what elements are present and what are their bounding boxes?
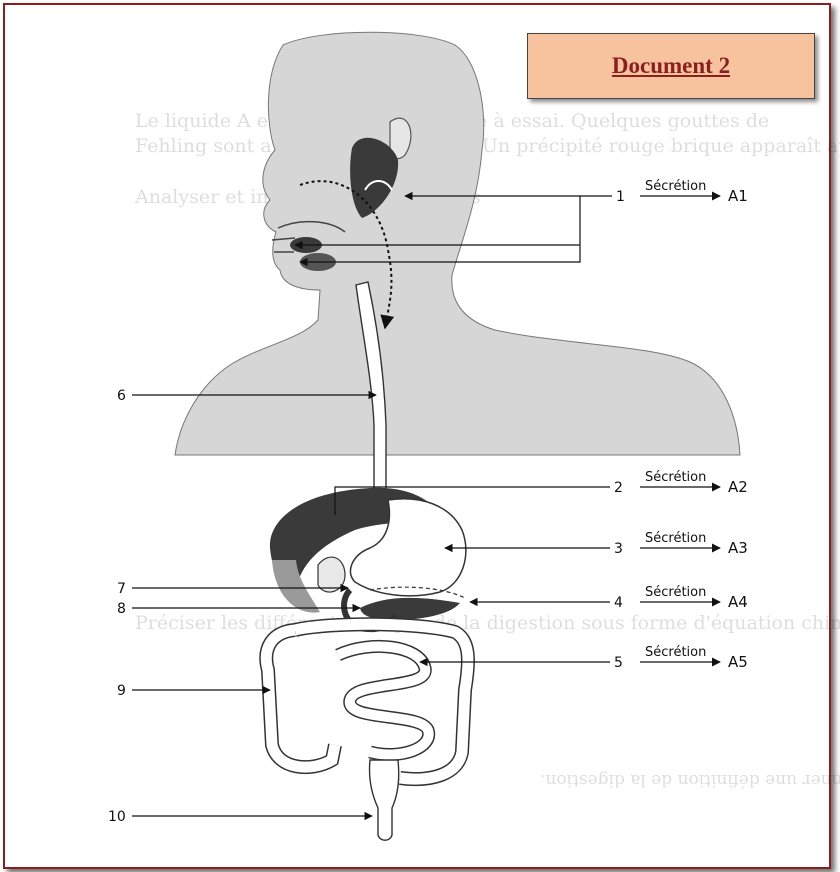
label-1: 1: [616, 189, 625, 205]
label-5: 5: [614, 655, 623, 671]
document-title: Document 2: [612, 53, 730, 79]
secretion-word: Sécrétion: [645, 470, 706, 485]
secretion-product: A2: [728, 478, 748, 496]
label-7: 7: [117, 581, 126, 597]
secretion-word: Sécrétion: [645, 645, 706, 660]
label-8: 8: [117, 601, 126, 617]
secretion-product: A3: [728, 539, 748, 557]
label-9: 9: [117, 683, 126, 699]
liver-lower: [272, 560, 320, 613]
secretion-product: A5: [728, 653, 748, 671]
label-6: 6: [117, 388, 126, 404]
gallbladder: [318, 557, 345, 592]
secretion-product: A4: [728, 593, 748, 611]
label-3: 3: [614, 541, 623, 557]
secretion-2: Sécrétion A2: [640, 470, 748, 496]
secretion-3: Sécrétion A3: [640, 531, 748, 557]
secretion-4: Sécrétion A4: [640, 585, 748, 611]
label-10: 10: [108, 809, 126, 825]
secretion-word: Sécrétion: [645, 585, 706, 600]
secretion-5: Sécrétion A5: [640, 645, 748, 671]
document-label: Document 2: [527, 33, 815, 99]
label-2: 2: [614, 480, 623, 496]
secretion-1: Sécrétion A1: [640, 179, 748, 205]
secretion-word: Sécrétion: [645, 179, 706, 194]
rectum: [369, 760, 398, 840]
label-4: 4: [614, 595, 623, 611]
pancreas: [360, 598, 460, 620]
secretion-product: A1: [728, 187, 748, 205]
secretion-word: Sécrétion: [645, 531, 706, 546]
